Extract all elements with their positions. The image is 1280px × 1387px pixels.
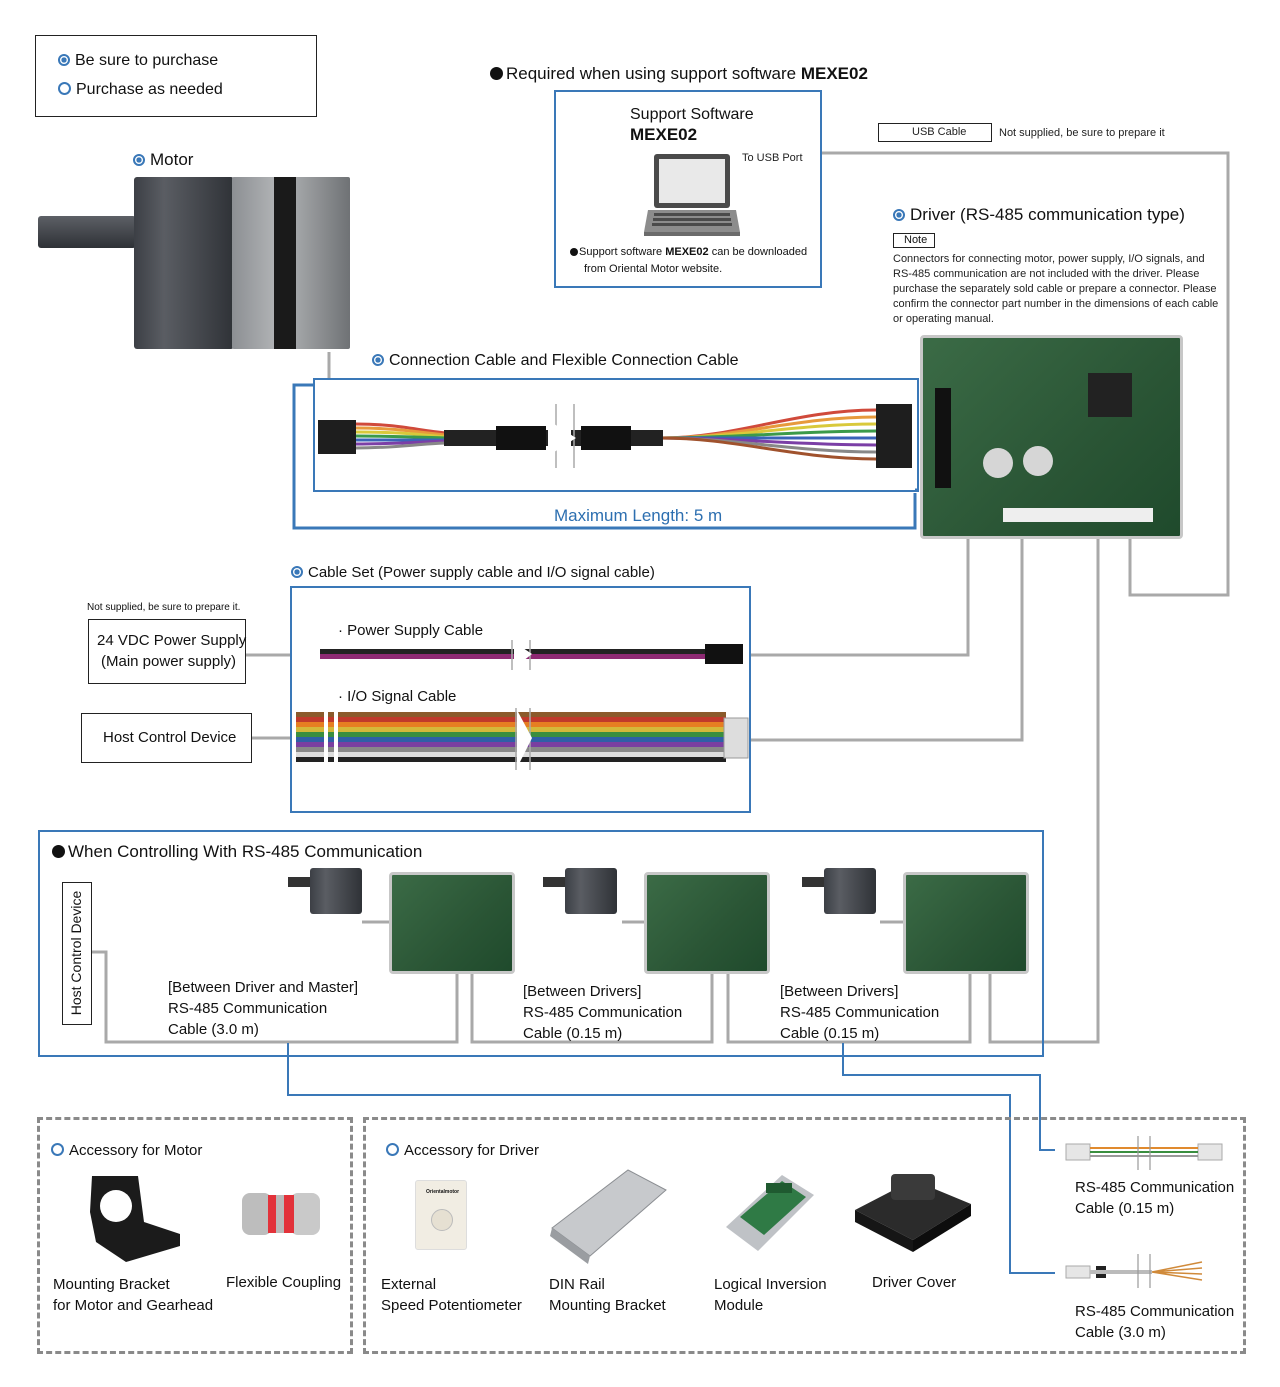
to-usb-port-label: To USB Port — [742, 152, 803, 164]
chip-icon — [1088, 373, 1132, 417]
acc-driver-item3: Logical Inversion Module — [714, 1276, 827, 1314]
driver-note-text: Connectors for connecting motor, power s… — [893, 253, 1219, 325]
legend-optional: Purchase as needed — [58, 81, 223, 99]
acc-motor-box — [37, 1117, 353, 1354]
rs485-host-label: Host Control Device — [68, 890, 84, 1016]
din-rail-bracket-image — [550, 1169, 667, 1264]
conn-cable-box — [313, 378, 919, 492]
host-control-label: Host Control Device — [103, 729, 237, 746]
rs485-cable1-text: [Between Driver and Master] RS-485 Commu… — [168, 979, 359, 1038]
acc-driver-heading: Accessory for Driver — [386, 1142, 539, 1159]
cable-set-box: · Power Supply Cable · I/O Signal Cable — [290, 586, 751, 813]
bullet-icon — [570, 248, 578, 256]
capacitor-icon — [1023, 446, 1053, 476]
filled-circle-icon — [893, 209, 905, 221]
mini-motor — [310, 868, 362, 914]
acc-driver-item2: DIN Rail Mounting Bracket — [549, 1276, 666, 1314]
mini-driver — [644, 872, 770, 974]
power-supply-box: 24 VDC Power Supply (Main power supply) — [88, 619, 246, 684]
io-signal-cable-label: · I/O Signal Cable — [338, 688, 457, 705]
bullet-icon — [490, 67, 503, 80]
filled-circle-icon — [58, 54, 70, 66]
io-cable-image — [296, 708, 749, 770]
legend-box: Be sure to purchase Purchase as needed — [35, 35, 317, 117]
motor-front — [134, 177, 234, 349]
motor-label: Motor — [133, 150, 193, 170]
rs485-cable-30-image — [1065, 1254, 1203, 1288]
cable-set-label: Cable Set (Power supply cable and I/O si… — [291, 564, 655, 581]
empty-circle-icon — [58, 82, 71, 95]
acc-motor-item2: Flexible Coupling — [226, 1274, 342, 1291]
power-supply-note: Not supplied, be sure to prepare it. — [87, 602, 241, 613]
acc-driver-item1: External Speed Potentiometer — [381, 1276, 522, 1314]
rs485-unit-3 — [802, 866, 1032, 974]
mini-motor-shaft — [802, 877, 826, 887]
mounting-bracket-image — [90, 1176, 180, 1262]
knob-icon — [431, 1209, 453, 1231]
usb-cable-note: Not supplied, be sure to prepare it — [999, 127, 1165, 139]
mini-motor — [565, 868, 617, 914]
filled-circle-icon — [133, 154, 145, 166]
usb-cable-label-box: USB Cable — [878, 123, 992, 142]
side-cable2-text: RS-485 Communication Cable (3.0 m) — [1075, 1303, 1235, 1341]
power-supply-line1: 24 VDC Power Supply — [97, 632, 247, 649]
conn-cable-label: Connection Cable and Flexible Connection… — [372, 352, 739, 370]
terminal-block — [935, 388, 951, 488]
software-box: Support Software MEXE02 To USB Port Supp… — [554, 90, 822, 288]
usb-cable-label: USB Cable — [912, 126, 967, 138]
motor-shaft — [38, 216, 136, 248]
rs485-cable-015-image — [1065, 1136, 1223, 1170]
power-supply-line2: (Main power supply) — [101, 653, 237, 670]
driver-board-image — [920, 335, 1183, 539]
bullet-icon — [52, 845, 65, 858]
mini-motor — [824, 868, 876, 914]
driver-label: Driver (RS-485 communication type) — [893, 205, 1185, 225]
speed-potentiometer-image: Orientalmotor — [415, 1180, 467, 1250]
mini-motor-shaft — [543, 877, 567, 887]
rs485-heading: When Controlling With RS-485 Communicati… — [52, 842, 422, 862]
empty-circle-icon — [51, 1143, 64, 1156]
driver-cover-image — [855, 1174, 971, 1252]
software-note: Support software MEXE02 can be downloade… — [570, 246, 807, 258]
rs485-cable3-text: [Between Drivers] RS-485 Communication C… — [780, 983, 940, 1042]
software-heading: Required when using support software MEX… — [490, 64, 868, 84]
max-length-label: Maximum Length: 5 m — [554, 506, 723, 525]
power-cable-image — [320, 640, 743, 670]
logical-inversion-module-image — [726, 1175, 814, 1251]
conn-cable-image — [318, 404, 912, 468]
motor-band — [274, 177, 296, 349]
rs485-host-box: Host Control Device — [62, 882, 92, 1025]
acc-motor-heading: Accessory for Motor — [51, 1142, 202, 1159]
connector-row — [1003, 508, 1153, 522]
mini-driver — [903, 872, 1029, 974]
software-box-title: Support Software — [630, 106, 754, 123]
driver-note-tag: Note — [893, 233, 935, 248]
software-box-name: MEXE02 — [630, 125, 698, 144]
software-note-line2: from Oriental Motor website. — [584, 263, 723, 275]
host-control-box: Host Control Device — [81, 713, 252, 763]
legend-required: Be sure to purchase — [58, 52, 218, 70]
side-cable1-text: RS-485 Communication Cable (0.15 m) — [1075, 1179, 1235, 1217]
rs485-unit-2 — [543, 866, 773, 974]
filled-circle-icon — [291, 566, 303, 578]
rs485-unit-1 — [288, 866, 518, 974]
rs485-cable2-text: [Between Drivers] RS-485 Communication C… — [523, 983, 683, 1042]
empty-circle-icon — [386, 1143, 399, 1156]
acc-motor-item1: Mounting Bracket for Motor and Gearhead — [53, 1276, 214, 1314]
motor-image — [38, 172, 354, 352]
power-supply-cable-label: · Power Supply Cable — [338, 622, 484, 639]
filled-circle-icon — [372, 354, 384, 366]
mini-motor-shaft — [288, 877, 312, 887]
acc-driver-item4: Driver Cover — [872, 1274, 957, 1291]
acc-driver-box — [363, 1117, 1246, 1354]
capacitor-icon — [983, 448, 1013, 478]
flexible-coupling-image — [242, 1193, 320, 1235]
mini-driver — [389, 872, 515, 974]
laptop-icon — [644, 154, 740, 236]
rs485-box — [38, 830, 1044, 1057]
